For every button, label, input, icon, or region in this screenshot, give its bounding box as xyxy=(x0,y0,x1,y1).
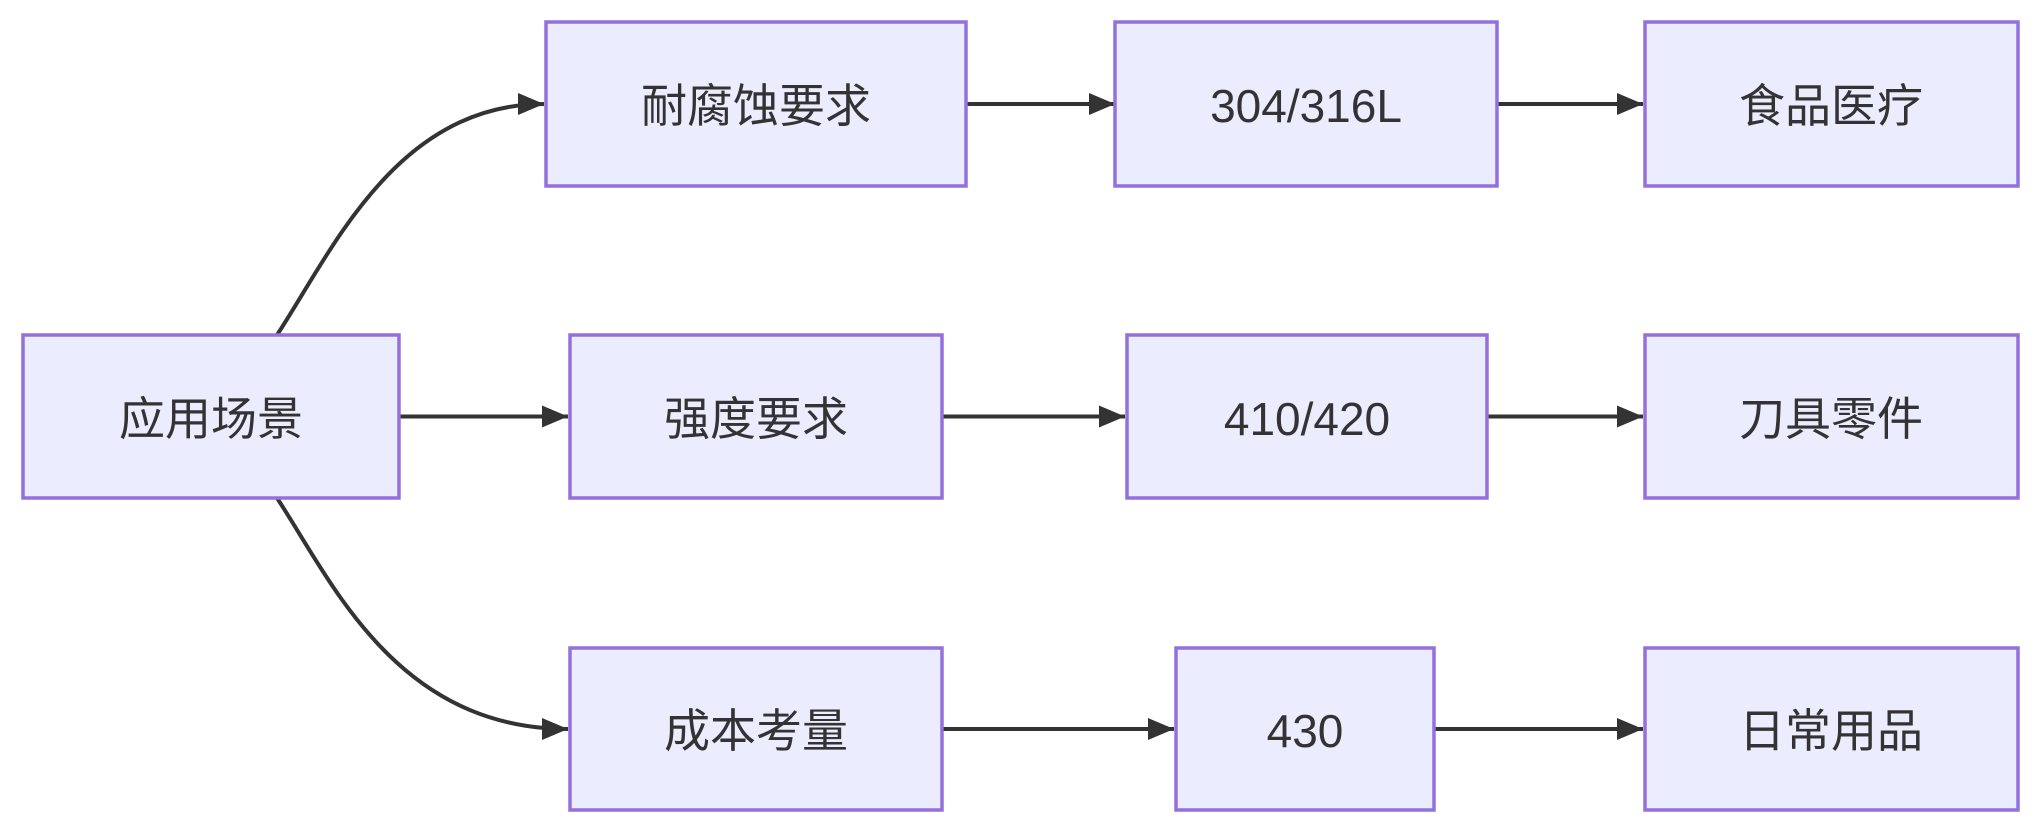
node-criterion-1-label: 耐腐蚀要求 xyxy=(641,80,871,132)
node-grade-2: 410/420 xyxy=(1125,333,1489,500)
node-application-1-label: 食品医疗 xyxy=(1739,80,1923,132)
node-criterion-2-box xyxy=(568,333,944,500)
edge-layer xyxy=(275,93,1643,740)
node-grade-1: 304/316L xyxy=(1113,20,1499,188)
node-criterion-3-label: 成本考量 xyxy=(664,705,848,757)
node-criterion-2: 强度要求 xyxy=(568,333,944,500)
node-application-3-box xyxy=(1643,646,2020,812)
node-application-1-box xyxy=(1643,20,2020,188)
node-application-2: 刀具零件 xyxy=(1643,333,2020,500)
node-grade-2-label: 410/420 xyxy=(1224,393,1390,445)
node-grade-3-box xyxy=(1174,646,1436,812)
edge-root-to-criterion-1 xyxy=(275,93,545,337)
node-application-2-box xyxy=(1643,333,2020,500)
edge-root-to-criterion-3 xyxy=(275,496,569,740)
node-criterion-3: 成本考量 xyxy=(568,646,944,812)
node-root: 应用场景 xyxy=(21,333,401,500)
node-criterion-3-box xyxy=(568,646,944,812)
node-application-3: 日常用品 xyxy=(1643,646,2020,812)
node-application-3-label: 日常用品 xyxy=(1739,705,1923,757)
node-application-1: 食品医疗 xyxy=(1643,20,2020,188)
node-root-label: 应用场景 xyxy=(119,393,303,445)
node-criterion-2-label: 强度要求 xyxy=(664,393,848,445)
node-grade-3: 430 xyxy=(1174,646,1436,812)
node-grade-1-box xyxy=(1113,20,1499,188)
node-grade-2-box xyxy=(1125,333,1489,500)
node-criterion-1: 耐腐蚀要求 xyxy=(544,20,968,188)
node-grade-3-label: 430 xyxy=(1267,705,1344,757)
node-criterion-1-box xyxy=(544,20,968,188)
node-application-2-label: 刀具零件 xyxy=(1739,393,1923,445)
node-root-box xyxy=(21,333,401,500)
node-layer: 应用场景 耐腐蚀要求 304/316L 食品医疗 强度要求 410/420 刀具… xyxy=(21,20,2020,812)
node-grade-1-label: 304/316L xyxy=(1210,80,1402,132)
